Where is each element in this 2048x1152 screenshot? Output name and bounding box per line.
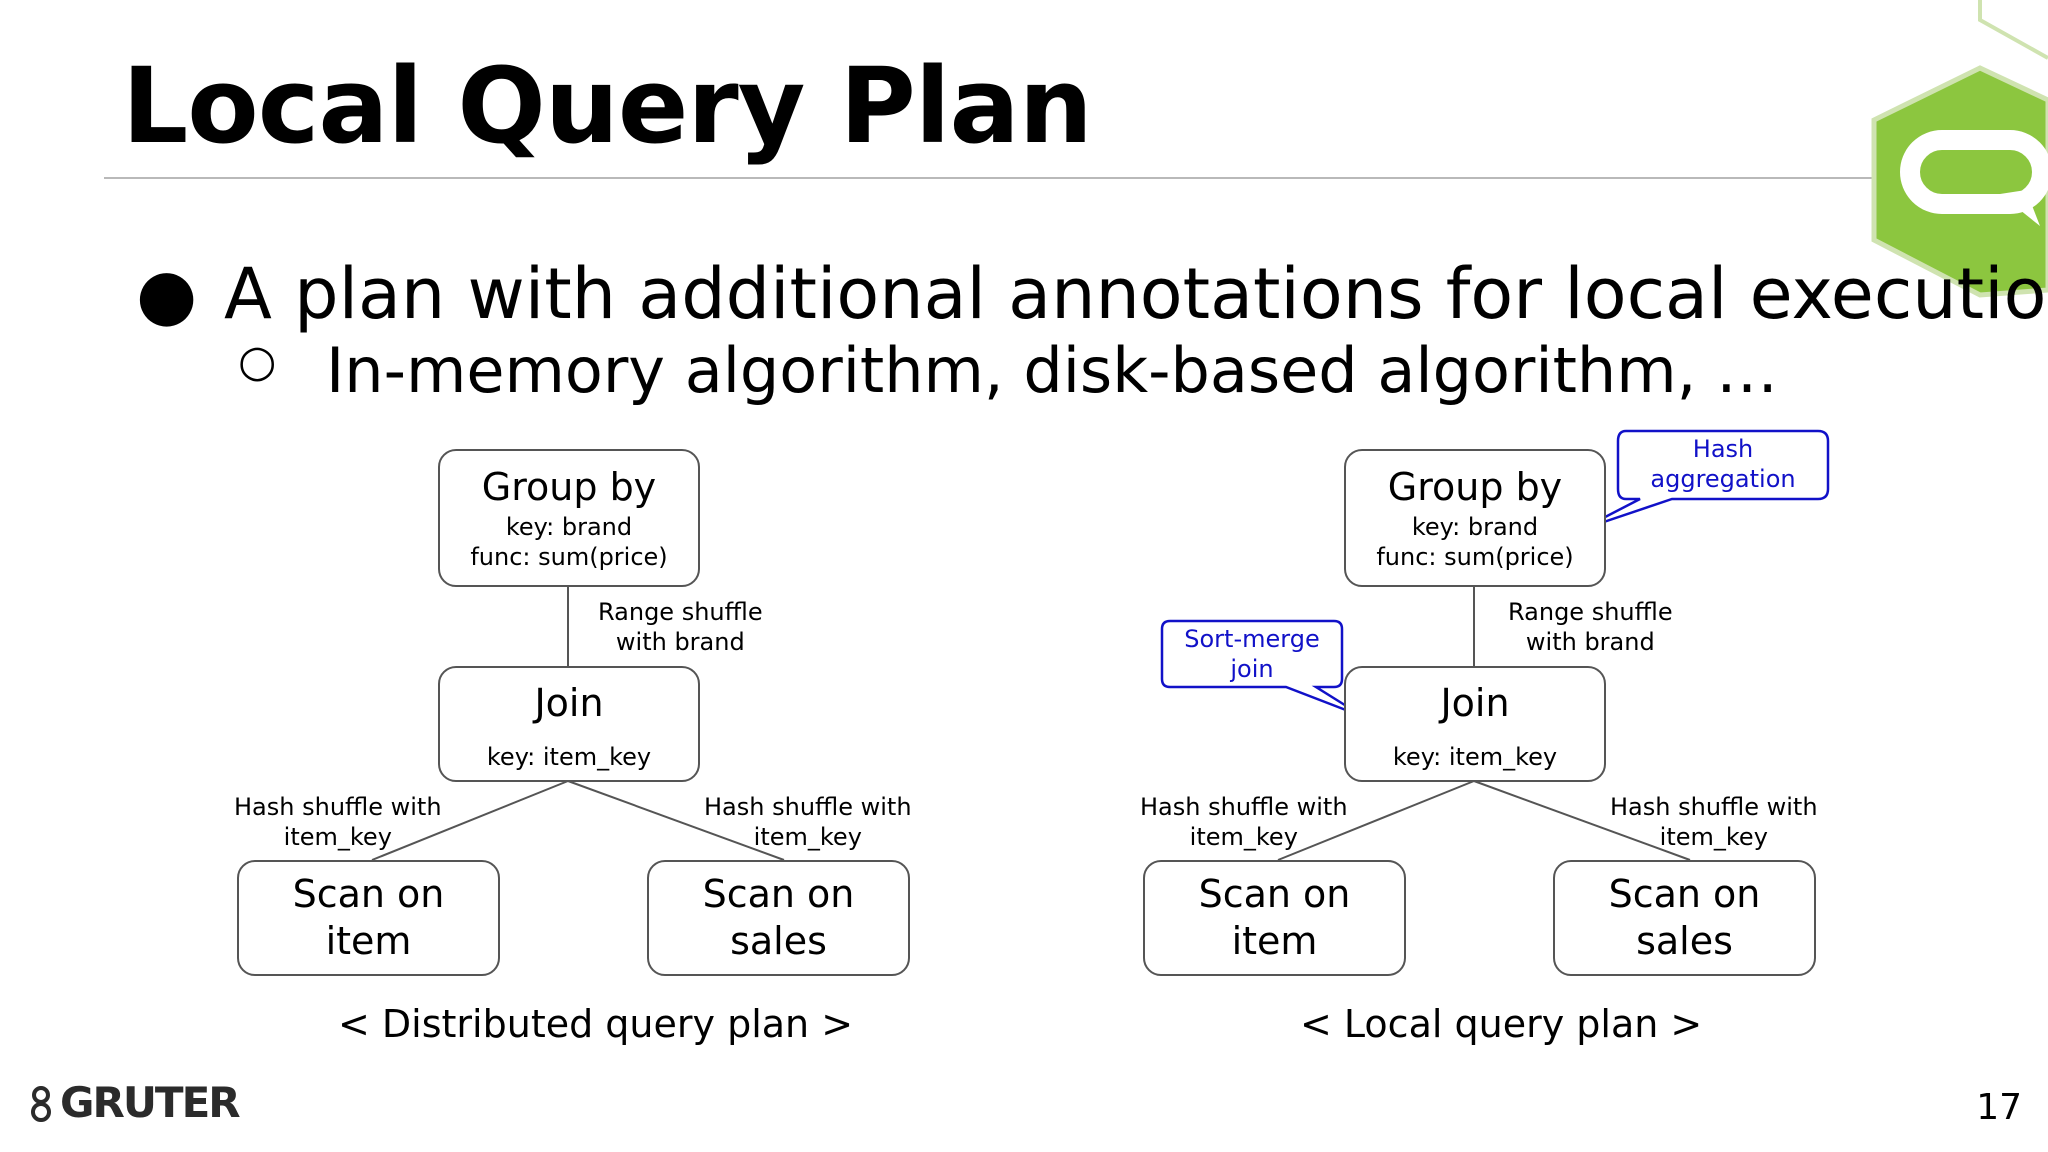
bullet-marker: ●	[136, 253, 198, 335]
node-scan-item-distributed: Scan on item	[237, 860, 500, 976]
node-title: Join	[1440, 681, 1510, 726]
node-title: Scan on	[702, 871, 855, 916]
node-detail: key: brand	[505, 512, 633, 541]
node-title: Scan on	[1608, 871, 1761, 916]
node-group-by-local: Group by key: brand func: sum(price)	[1344, 449, 1606, 587]
caption-distributed-plan: < Distributed query plan >	[338, 1002, 854, 1046]
node-title: Scan on	[292, 871, 445, 916]
node-detail: key: brand	[1411, 512, 1539, 541]
node-detail: func: sum(price)	[1376, 542, 1574, 571]
node-join-local: Join key: item_key	[1344, 666, 1606, 782]
gruter-logo-icon	[31, 1086, 51, 1122]
caption-local-plan: < Local query plan >	[1300, 1002, 1703, 1046]
sub-bullet-marker: ○	[238, 336, 277, 387]
node-title: sales	[730, 919, 827, 963]
node-detail: key: item_key	[1392, 742, 1558, 771]
hexagon-chat-icon	[1871, 0, 2048, 298]
bullet-text: A plan with additional annotations for l…	[224, 253, 2048, 335]
callout-hash-aggregation-shape	[1579, 429, 1830, 532]
node-title: Scan on	[1198, 871, 1351, 916]
title-divider	[104, 177, 1944, 179]
sub-bullet-text: In-memory algorithm, disk-based algorith…	[326, 334, 1779, 407]
edge-label-hash-shuffle-right: Hash shuffle with item_key	[704, 793, 912, 851]
edge-join-item-distributed	[371, 780, 569, 861]
edge-label-hash-shuffle-left-local: Hash shuffle with item_key	[1140, 793, 1348, 851]
slide-title: Local Query Plan	[122, 45, 1093, 167]
node-title: item	[1231, 919, 1318, 963]
node-title: Group by	[1387, 465, 1563, 510]
edge-label-hash-shuffle-right-local: Hash shuffle with item_key	[1610, 793, 1818, 851]
node-scan-sales-local: Scan on sales	[1553, 860, 1816, 976]
node-detail: func: sum(price)	[470, 542, 668, 571]
callout-hash-aggregation: Hash aggregation	[1650, 435, 1796, 493]
edge-join-sales-local	[1473, 780, 1691, 861]
page-number: 17	[1976, 1087, 2022, 1128]
footer-logo-text: GRUTER	[60, 1078, 241, 1127]
edge-join-item-local	[1277, 780, 1475, 861]
node-join-distributed: Join key: item_key	[438, 666, 700, 782]
edge-label-hash-shuffle-left: Hash shuffle with item_key	[234, 793, 442, 851]
edge-label-range-shuffle: Range shuffle with brand	[598, 598, 763, 656]
node-title: Join	[534, 681, 604, 726]
edge-join-sales-distributed	[567, 780, 785, 861]
node-title: sales	[1636, 919, 1733, 963]
node-group-by-distributed: Group by key: brand func: sum(price)	[438, 449, 700, 587]
node-detail: key: item_key	[486, 742, 652, 771]
node-title: Group by	[481, 465, 657, 510]
node-scan-sales-distributed: Scan on sales	[647, 860, 910, 976]
node-title: item	[325, 919, 412, 963]
edge-label-range-shuffle-local: Range shuffle with brand	[1508, 598, 1673, 656]
node-scan-item-local: Scan on item	[1143, 860, 1406, 976]
callout-sort-merge-shape	[1160, 619, 1365, 719]
callout-sort-merge-join: Sort-merge join	[1184, 625, 1320, 683]
